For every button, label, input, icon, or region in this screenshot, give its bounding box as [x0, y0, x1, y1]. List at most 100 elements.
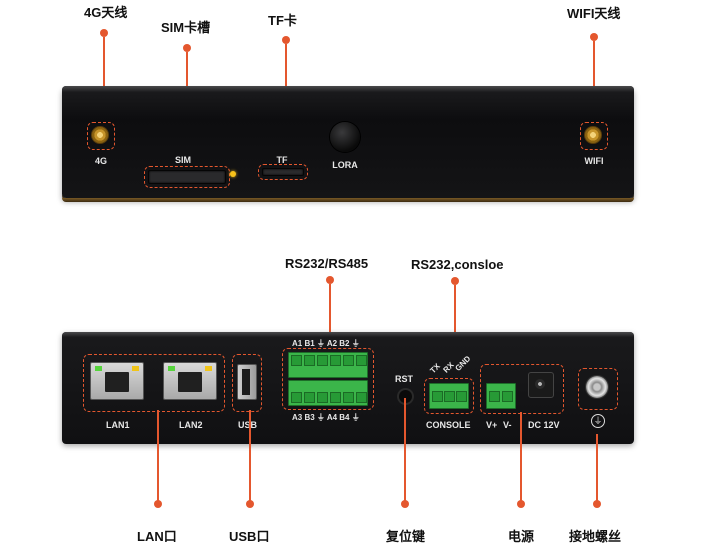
label-terminal-top: A1 B1 ⏚ A2 B2 ⏚: [292, 339, 360, 348]
callout-line: [157, 410, 159, 502]
callout-usb-port: USB口: [229, 529, 270, 544]
wifi-antenna-highlight: [580, 122, 608, 150]
terminal-pin: [343, 392, 354, 403]
callout-dot: [100, 29, 108, 37]
callout-dot: [183, 44, 191, 52]
callout-sim-slot: SIM卡槽: [161, 20, 211, 35]
back-panel: LAN1 LAN2 USB A1 B1 ⏚ A2 B2 ⏚ A3 B3 ⏚ A4…: [62, 332, 634, 444]
ground-screw-highlight: [578, 368, 618, 410]
callout-dot: [154, 500, 162, 508]
terminal-pin: [317, 355, 328, 366]
console-terminal[interactable]: [429, 383, 469, 409]
label-lan1: LAN1: [106, 420, 130, 430]
label-wifi: WIFI: [584, 156, 604, 166]
terminal-pin: [291, 392, 302, 403]
lora-antenna-cap: [330, 122, 360, 152]
power-terminal[interactable]: [486, 383, 516, 409]
callout-line: [404, 398, 406, 502]
terminal-pin: [456, 391, 467, 402]
lan1-socket: [105, 372, 129, 392]
label-tx: TX: [428, 361, 442, 376]
callout-dot: [517, 500, 525, 508]
terminal-pin: [304, 392, 315, 403]
callout-power: 电源: [508, 529, 535, 544]
label-lora: LORA: [332, 160, 358, 170]
label-lan2: LAN2: [179, 420, 203, 430]
usb-port[interactable]: [237, 364, 257, 400]
terminal-pin: [330, 355, 341, 366]
callout-line: [249, 410, 251, 502]
sim-slot-highlight: [144, 166, 230, 188]
callout-tf-slot: TF卡: [268, 13, 297, 28]
callout-line: [593, 41, 595, 125]
lan2-socket: [178, 372, 202, 392]
callout-rs232-console: RS232,consloe: [411, 257, 504, 272]
callout-dot: [282, 36, 290, 44]
callout-lan-port: LAN口: [137, 529, 177, 544]
callout-line: [454, 285, 456, 355]
lan2-link-led: [168, 366, 175, 371]
lan1-port[interactable]: [90, 362, 144, 400]
antenna-4g-highlight: [87, 122, 115, 150]
label-dc: DC 12V: [528, 420, 560, 430]
terminal-pin: [356, 392, 367, 403]
callout-wifi-antenna: WIFI天线: [567, 6, 621, 21]
terminal-pin: [432, 391, 443, 402]
label-tf: TF: [276, 155, 288, 165]
wifi-antenna-connector[interactable]: [585, 127, 601, 143]
terminal-pin: [502, 391, 513, 402]
sim-card-slot[interactable]: [148, 170, 226, 184]
label-rst: RST: [395, 374, 413, 384]
console-terminal-highlight: [424, 378, 474, 414]
label-gnd: GND: [453, 354, 473, 373]
power-highlight: [480, 364, 564, 414]
usb-port-highlight: [232, 354, 262, 412]
terminal-pin: [489, 391, 500, 402]
label-usb: USB: [238, 420, 258, 430]
reset-button[interactable]: [399, 390, 412, 403]
status-led: [230, 171, 236, 177]
ground-screw[interactable]: [586, 376, 608, 398]
lan2-activity-led: [205, 366, 212, 371]
callout-ground-screw: 接地螺丝: [569, 529, 622, 544]
antenna-4g-connector[interactable]: [92, 127, 108, 143]
terminal-pin: [291, 355, 302, 366]
lan-ports-highlight: [83, 354, 225, 412]
callout-dot: [326, 276, 334, 284]
terminal-pin: [330, 392, 341, 403]
terminal-pin: [317, 392, 328, 403]
label-console: CONSOLE: [426, 420, 471, 430]
rs485-terminal-highlight: [282, 348, 374, 410]
callout-dot: [451, 277, 459, 285]
front-panel: 4G SIM TF LORA WIFI: [62, 86, 634, 202]
callout-line: [329, 284, 331, 350]
callout-dot: [246, 500, 254, 508]
label-sim: SIM: [174, 155, 191, 165]
terminal-pin: [444, 391, 455, 402]
callout-line: [103, 37, 105, 125]
tf-card-slot[interactable]: [262, 168, 304, 176]
label-terminal-bottom: A3 B3 ⏚ A4 B4 ⏚: [292, 413, 360, 422]
lan1-activity-led: [132, 366, 139, 371]
terminal-pin: [343, 355, 354, 366]
tf-slot-highlight: [258, 164, 308, 180]
callout-dot: [590, 33, 598, 41]
callout-dot: [593, 500, 601, 508]
rs485-terminal-bottom[interactable]: [288, 380, 368, 406]
callout-line: [520, 412, 522, 502]
lan2-port[interactable]: [163, 362, 217, 400]
terminal-pin: [356, 355, 367, 366]
label-4g: 4G: [94, 156, 107, 166]
callout-rs232-rs485: RS232/RS485: [285, 256, 369, 271]
callout-line: [596, 434, 598, 502]
lan1-link-led: [95, 366, 102, 371]
callout-dot: [401, 500, 409, 508]
label-vminus: V-: [503, 420, 512, 430]
label-vplus: V+: [486, 420, 498, 430]
callout-reset-button: 复位键: [386, 529, 426, 544]
rs485-terminal-top[interactable]: [288, 352, 368, 378]
dc-power-jack[interactable]: [528, 372, 554, 398]
terminal-pin: [304, 355, 315, 366]
callout-4g-antenna: 4G天线: [84, 5, 128, 20]
ground-icon: ⏚: [591, 414, 605, 428]
